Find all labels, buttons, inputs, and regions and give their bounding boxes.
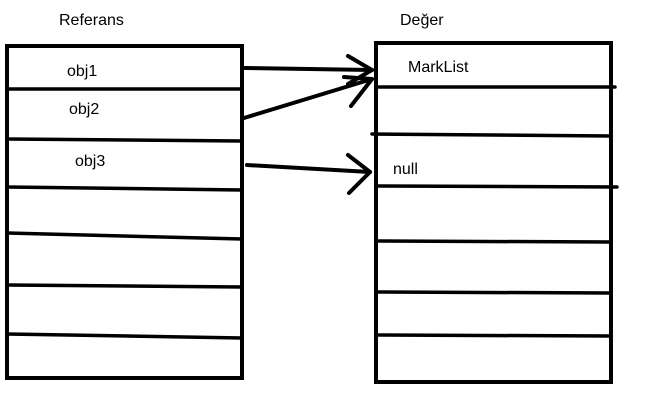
value-entry-marklist: MarkList bbox=[408, 59, 469, 76]
value-row-divider bbox=[374, 184, 619, 189]
reference-row-divider bbox=[5, 332, 244, 340]
value-table: MarkList null bbox=[370, 41, 619, 384]
arrow-shaft bbox=[243, 66, 374, 72]
arrow-obj2-to-marklist bbox=[242, 75, 374, 120]
reference-row-divider bbox=[5, 185, 244, 192]
value-table-border bbox=[374, 41, 613, 384]
reference-row-divider bbox=[5, 137, 244, 143]
arrow-obj1-to-marklist bbox=[243, 54, 374, 86]
reference-row-divider bbox=[5, 283, 244, 289]
value-column-title: Değer bbox=[400, 12, 444, 29]
reference-entry-obj2: obj2 bbox=[69, 101, 99, 118]
reference-table: obj1 obj2 obj3 bbox=[5, 44, 244, 380]
reference-column-title: Referans bbox=[59, 12, 124, 29]
arrow-shaft bbox=[245, 163, 372, 174]
reference-entry-obj3: obj3 bbox=[75, 153, 105, 170]
reference-row-divider bbox=[5, 231, 244, 241]
value-entry-null: null bbox=[393, 161, 418, 178]
arrow-head bbox=[342, 75, 374, 108]
value-row-divider bbox=[370, 132, 613, 138]
value-row-divider bbox=[374, 290, 613, 295]
reference-table-border bbox=[5, 44, 244, 380]
value-row-divider bbox=[374, 239, 613, 244]
arrow-head bbox=[346, 153, 372, 195]
arrow-obj3-to-null bbox=[245, 153, 372, 195]
arrow-shaft bbox=[242, 77, 374, 120]
reference-entry-obj1: obj1 bbox=[67, 63, 97, 80]
value-row-divider bbox=[374, 333, 613, 338]
